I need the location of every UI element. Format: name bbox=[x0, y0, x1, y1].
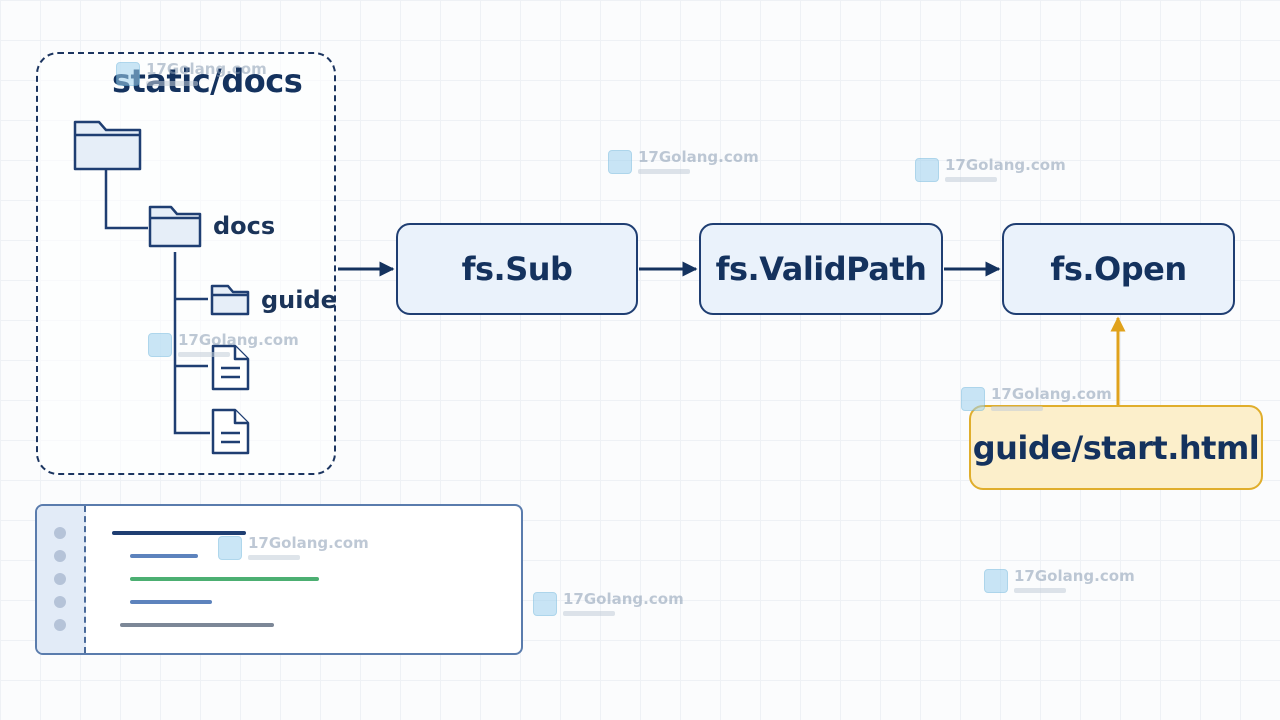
code-line bbox=[130, 554, 198, 558]
watermark-text: 17Golang.com bbox=[146, 60, 267, 78]
watermark-logo-icon bbox=[148, 333, 172, 357]
watermark: 17Golang.com bbox=[148, 333, 299, 357]
watermark-text: 17Golang.com bbox=[563, 590, 684, 608]
line-marker bbox=[54, 573, 66, 585]
watermark: 17Golang.com bbox=[218, 536, 369, 560]
watermark-text: 17Golang.com bbox=[178, 331, 299, 349]
watermark: 17Golang.com bbox=[116, 62, 267, 86]
watermark: 17Golang.com bbox=[984, 569, 1135, 593]
watermark: 17Golang.com bbox=[608, 150, 759, 174]
watermark-logo-icon bbox=[218, 536, 242, 560]
root-folder-icon bbox=[73, 120, 142, 171]
code-gutter bbox=[37, 506, 86, 653]
line-marker bbox=[54, 550, 66, 562]
watermark-text: 17Golang.com bbox=[945, 156, 1066, 174]
fs-sub-box: fs.Sub bbox=[396, 223, 638, 315]
watermark-logo-icon bbox=[608, 150, 632, 174]
watermark: 17Golang.com bbox=[915, 158, 1066, 182]
fs-validpath-label: fs.ValidPath bbox=[715, 250, 927, 288]
line-marker bbox=[54, 527, 66, 539]
code-line bbox=[120, 623, 274, 627]
code-line bbox=[130, 600, 212, 604]
guide-label: guide bbox=[261, 286, 337, 314]
watermark: 17Golang.com bbox=[533, 592, 684, 616]
code-line bbox=[112, 531, 246, 535]
watermark-logo-icon bbox=[961, 387, 985, 411]
folder-tree bbox=[73, 120, 250, 455]
panel-title: static/docs bbox=[112, 62, 303, 100]
watermark-logo-icon bbox=[533, 592, 557, 616]
watermark: 17Golang.com bbox=[961, 387, 1112, 411]
watermark-text: 17Golang.com bbox=[991, 385, 1112, 403]
fs-open-box: fs.Open bbox=[1002, 223, 1235, 315]
watermark-text: 17Golang.com bbox=[248, 534, 369, 552]
path-input-box: guide/start.html bbox=[969, 405, 1263, 490]
code-line bbox=[130, 577, 319, 581]
fs-sub-label: fs.Sub bbox=[461, 250, 573, 288]
line-marker bbox=[54, 619, 66, 631]
fs-validpath-box: fs.ValidPath bbox=[699, 223, 943, 315]
guide-folder-icon bbox=[210, 284, 250, 316]
docs-folder-icon bbox=[148, 205, 202, 248]
path-label: guide/start.html bbox=[972, 428, 1260, 467]
watermark-text: 17Golang.com bbox=[638, 148, 759, 166]
line-marker bbox=[54, 596, 66, 608]
docs-label: docs bbox=[213, 212, 276, 240]
file-icon bbox=[211, 408, 250, 455]
fs-open-label: fs.Open bbox=[1050, 250, 1187, 288]
watermark-text: 17Golang.com bbox=[1014, 567, 1135, 585]
watermark-logo-icon bbox=[984, 569, 1008, 593]
watermark-logo-icon bbox=[116, 62, 140, 86]
watermark-logo-icon bbox=[915, 158, 939, 182]
code-editor-panel bbox=[35, 504, 523, 655]
